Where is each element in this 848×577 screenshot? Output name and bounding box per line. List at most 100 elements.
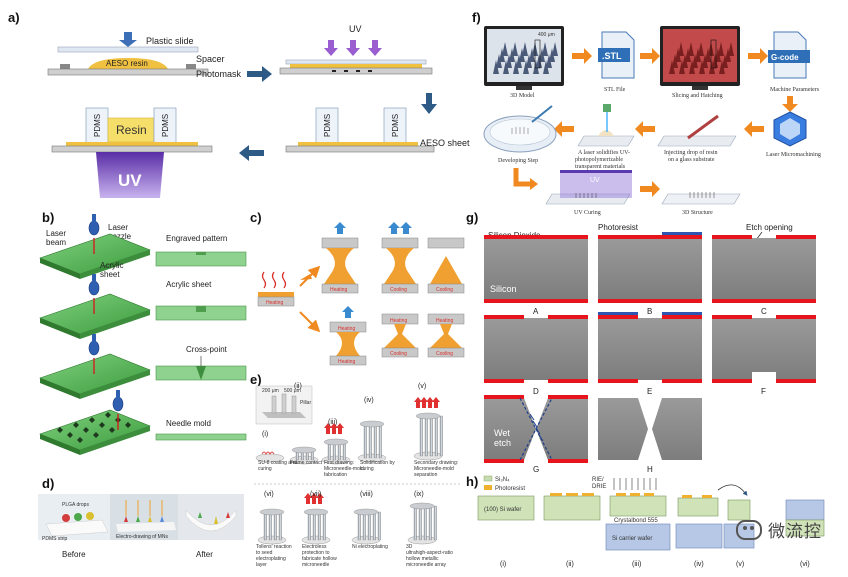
base-plate-l (51, 145, 213, 153)
e-step-num: (vii) (310, 491, 321, 498)
heating-label-0: Heating (266, 300, 283, 306)
aeso-resin-blob (88, 58, 168, 69)
pdms-strip-shape (45, 519, 109, 537)
syringe (687, 114, 719, 140)
rie-arrows (613, 478, 657, 490)
top-slide-uv (285, 59, 427, 65)
legend-si3n4-swatch (483, 475, 493, 482)
machine-params-label: Machine Parameters (770, 87, 820, 93)
panel-a: a) Plastic slide AESO resin Spacer Photo… (8, 10, 470, 198)
arrow-f4 (782, 96, 798, 112)
micromachining-inner (780, 118, 800, 140)
crystalbond-label: Crystalbond 555 (614, 518, 658, 524)
pdms-strip-label: PDMS strip (42, 536, 68, 542)
h-step-num: (ii) (566, 561, 574, 568)
e-step-caption: Ni electroplating (352, 544, 388, 550)
spacer-right (186, 64, 196, 69)
carrier-wafer (605, 523, 671, 551)
h-step-numbers: (i)(ii)(iii)(iv)(v)(vi) (500, 561, 810, 568)
arrow-c-down (299, 311, 321, 333)
arrow-f2 (640, 48, 660, 64)
arrow-f8 (513, 168, 530, 187)
panel-g: g) Silicon Dioxide Photoresist Etch open… (466, 210, 816, 474)
glass-substrate-laser (577, 135, 635, 147)
h-step-num: (i) (500, 561, 506, 568)
svg-text:Cooling: Cooling (390, 351, 407, 357)
engraved-pattern-label: Engraved pattern (166, 234, 227, 243)
panel-d: d) PLGA drops PDMS strip Electro-drawing… (38, 476, 244, 559)
uv-curing-label: UV Curing (574, 210, 601, 216)
laser-solidifies-label: A laser solidifies UV-photopolymerizable… (575, 149, 630, 170)
e-step-num: (vi) (264, 491, 274, 498)
laser-head (603, 104, 611, 112)
arrow-a1 (247, 66, 272, 82)
stl-band (598, 48, 630, 62)
model-label: 3D Model (510, 93, 535, 99)
panel-c-label: c) (250, 210, 262, 225)
structure-label: 3D Structure (682, 210, 713, 216)
etch-opening-label: Etch opening (746, 223, 793, 232)
arrow-f3 (748, 48, 768, 64)
stage-label: Heating (330, 287, 347, 293)
si-wafer-label: (100) Si wafer (484, 507, 521, 513)
arrow-c-up (299, 265, 321, 287)
panel-a-label: a) (8, 10, 20, 25)
heater-plate-c (257, 296, 295, 307)
arrow-f6 (635, 121, 655, 137)
aeso-sheet-layer (298, 142, 418, 146)
panel-e-label: e) (250, 372, 262, 387)
slicing-spikes (669, 39, 734, 74)
arrow-f7 (554, 121, 574, 137)
g-letter: A (533, 307, 539, 316)
pdms-label-r1: PDMS (323, 114, 332, 137)
h-step-num: (iii) (632, 561, 641, 568)
h-step-num: (iv) (694, 561, 704, 568)
stage-label: Cooling (390, 287, 407, 293)
e-step-num: (viii) (360, 491, 373, 498)
photomask-label: Photomask (196, 69, 242, 79)
uv-top-label: UV (349, 24, 362, 34)
panel-f: f) 400 μm 3D Model .STL STL File Slicing… (472, 10, 821, 216)
h-step-5 (727, 499, 751, 521)
base-plate (47, 68, 209, 76)
resin-layer-uv (290, 64, 422, 68)
acrylic-sheets (39, 214, 151, 455)
e-step-num: (iii) (328, 419, 337, 426)
resin-label: Resin (116, 123, 147, 137)
e-step-num: (ix) (414, 491, 424, 498)
g-letter: C (761, 307, 767, 316)
cross-point-label: Cross-point (186, 345, 228, 354)
h-step-num: (vi) (800, 561, 810, 568)
aeso-resin-label: AESO resin (106, 59, 148, 68)
spacer-left (60, 64, 70, 69)
spacer-label: Spacer (196, 54, 225, 64)
plastic-slide (57, 46, 199, 53)
monitor-stand-1 (516, 86, 532, 90)
micromachining-label: Laser Micromachining (766, 152, 821, 158)
g-letter: F (761, 387, 766, 396)
uv-curing-substrate (545, 193, 631, 205)
section-4 (155, 433, 247, 441)
svg-text:Heating: Heating (338, 359, 355, 365)
legend-photoresist-swatch (484, 485, 492, 490)
arrow-a3 (239, 145, 264, 161)
e-step-num: (ii) (294, 383, 302, 390)
pipette (531, 105, 553, 123)
developing-label: Developing Step (498, 158, 538, 164)
watermark-text: 微流控 (768, 522, 822, 542)
